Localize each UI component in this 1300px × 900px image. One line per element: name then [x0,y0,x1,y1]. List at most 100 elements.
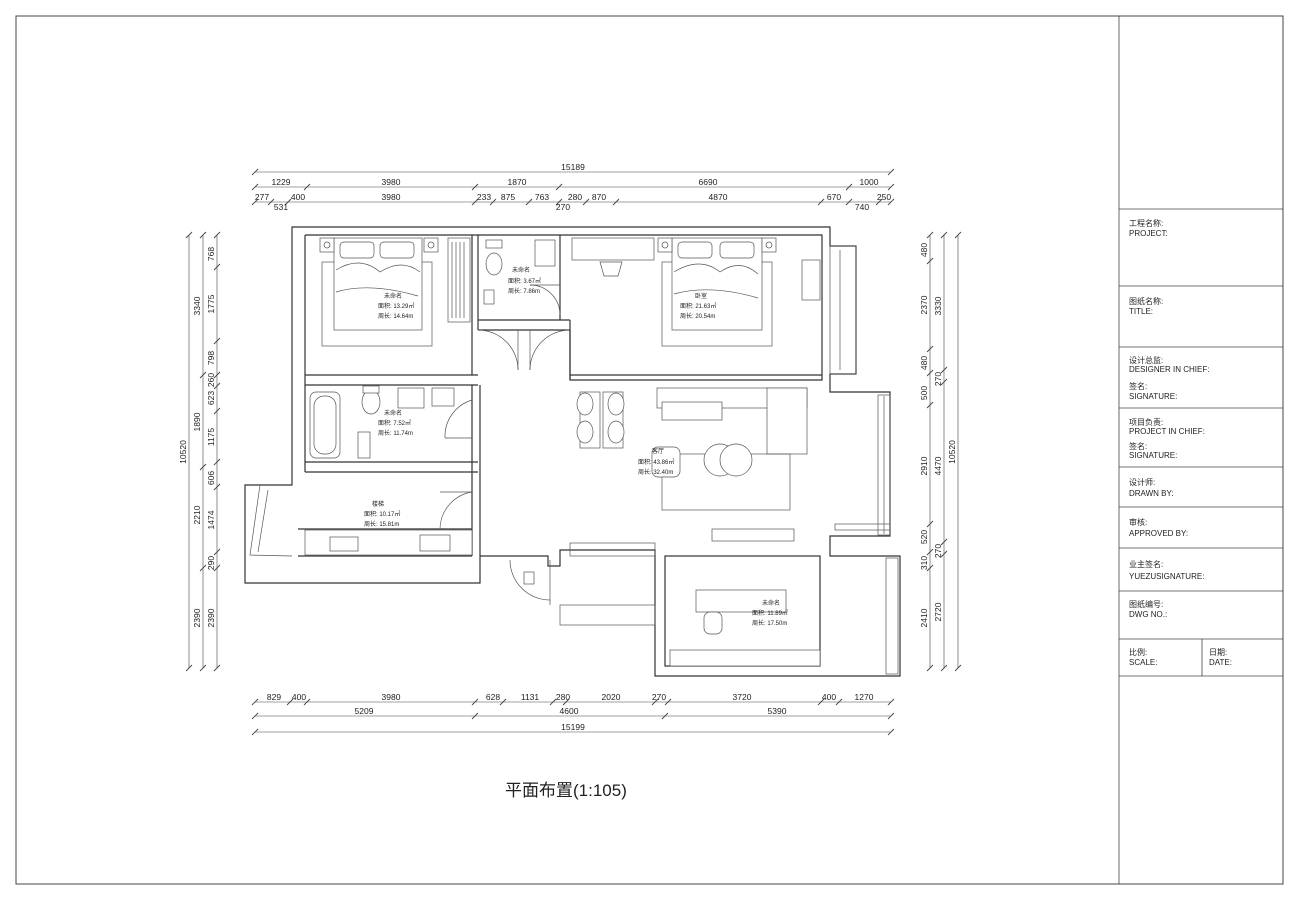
dim-left-inner-2: 798 [206,351,216,365]
dim-bot-r1-6: 2020 [602,692,621,702]
dim-top-r1-1: 3980 [382,177,401,187]
furniture [304,237,821,667]
dim-top-r2-10: 250 [877,192,891,202]
dim-right-inner-5: 520 [919,530,929,544]
dim-left-outer: 10520 [178,440,188,464]
dim-top-r2-4: 875 [501,192,515,202]
dim-left-mid-1: 1890 [192,412,202,431]
tb-drawn-en: DRAWN BY: [1129,489,1174,498]
title-block: 工程名称: PROJECT: 图纸名称: TITLE: 设计总监: DESIGN… [1118,16,1283,884]
dim-bot-r1-10: 1270 [855,692,874,702]
room-2-area: 面积: 21.63㎡ [680,302,716,310]
room-1-perimeter: 周长: 7.86m [508,287,540,295]
tb-sign2-cn: 签名: [1129,441,1147,451]
tb-drawn-cn: 设计师: [1129,477,1155,487]
dim-top-r2-8: 4870 [709,192,728,202]
room-0-perimeter: 周长: 14.64m [378,312,413,320]
dim-left-inner-8: 290 [206,556,216,570]
dim-bot-r1-4: 1131 [521,692,540,702]
room-1-name: 未命名 [512,266,530,274]
dim-bot-r1-8: 3720 [733,692,752,702]
tb-approved-cn: 审核: [1129,517,1147,527]
tb-dwg-cn: 图纸编号: [1129,599,1163,609]
room-0-name: 未命名 [384,292,402,300]
tb-designer-chief-cn: 设计总监: [1129,355,1163,365]
top-dimensions: 15189 1229 3980 1870 6690 1000 277 400 3… [251,162,895,212]
dim-right-inner-1: 2370 [919,295,929,314]
dim-right-inner-7: 2410 [919,608,929,627]
room-6-perimeter: 周长: 17.50m [752,619,787,627]
dim-bot-r1-0: 829 [267,692,281,702]
tb-project-chief-cn: 项目负责: [1129,417,1163,427]
tb-scale-cn: 比例: [1129,647,1147,657]
dim-bot-r1-3: 628 [486,692,500,702]
room-5-perimeter: 周长: 15.81m [364,520,399,528]
dim-top-r2-5: 763 [535,192,549,202]
room-2-perimeter: 周长: 20.54m [680,312,715,320]
dim-bot-r1-9: 400 [822,692,836,702]
room-4-name: 客厅 [652,447,664,455]
dim-top-total: 15189 [561,162,585,172]
dim-bot-r1-1: 400 [292,692,306,702]
room-5-name: 楼梯 [372,500,384,508]
dim-top-r1-3: 6690 [699,177,718,187]
dim-left-inner-5: 1175 [206,428,216,447]
tb-project-en: PROJECT: [1129,229,1168,238]
tb-owner-en: YUEZUSIGNATURE: [1129,572,1204,581]
dim-left-inner-3: 260 [206,373,216,387]
room-4-perimeter: 周长: 32.40m [638,468,673,476]
dim-right-mid-4: 2720 [933,602,943,621]
tb-title-cn: 图纸名称: [1129,296,1163,306]
dim-right-inner-0: 480 [919,243,929,257]
dim-left-inner-0: 768 [206,247,216,261]
tb-date-en: DATE: [1209,658,1232,667]
dim-right-mid-0: 3330 [933,296,943,315]
room-6-name: 未命名 [762,599,780,607]
dim-top-r2-2: 3980 [382,192,401,202]
dim-top-r2-7: 870 [592,192,606,202]
dim-bot-r1-5: 280 [556,692,570,702]
dim-right-inner-4: 2910 [919,456,929,475]
room-0-area: 面积: 13.29㎡ [378,302,414,310]
room-labels: 未命名 面积: 13.29㎡ 周长: 14.64m 未命名 面积: 3.67㎡ … [364,266,788,627]
dim-left-inner-7: 1474 [206,510,216,529]
dim-top-r1-0: 1229 [272,177,291,187]
tb-title-en: TITLE: [1129,307,1153,316]
tb-owner-cn: 业主签名: [1129,559,1163,569]
right-dimensions: 480 2370 480 500 2910 520 310 2410 3330 … [919,231,962,672]
dim-top-r2-6: 280 [568,192,582,202]
dim-right-inner-3: 500 [919,386,929,400]
tb-scale-en: SCALE: [1129,658,1157,667]
tb-project-chief-en: PROJECT IN CHIEF: [1129,427,1205,436]
room-1-area: 面积: 3.67㎡ [508,277,541,285]
dim-right-inner-2: 480 [919,356,929,370]
walls [244,226,901,677]
left-dimensions: 10520 3340 1890 2210 2390 768 1775 798 2… [178,231,221,672]
dim-top-r2-9: 670 [827,192,841,202]
dim-right-inner-6: 310 [919,556,929,570]
dim-left-inner-4: 623 [206,391,216,405]
dim-left-inner-9: 2390 [206,608,216,627]
tb-dwg-en: DWG NO.: [1129,610,1167,619]
dim-bot-r2-1: 4600 [560,706,579,716]
tb-sign1-cn: 签名: [1129,381,1147,391]
doors [439,284,571,605]
dim-bot-total: 15199 [561,722,585,732]
room-5-area: 面积: 10.17㎡ [364,510,400,518]
tb-approved-en: APPROVED BY: [1129,529,1188,538]
drawing-caption: 平面布置(1:105) [505,781,627,800]
tb-sign1-en: SIGNATURE: [1129,392,1177,401]
dim-bot-r1-2: 3980 [382,692,401,702]
dim-right-mid-2: 4470 [933,456,943,475]
dim-left-inner-1: 1775 [206,294,216,313]
dim-top-r2-0: 277 [255,192,269,202]
dim-right-mid-1: 270 [933,372,943,386]
dim-bot-r2-0: 5209 [355,706,374,716]
dim-bot-r1-7: 270 [652,692,666,702]
room-2-name: 卧室 [695,292,707,300]
room-3-perimeter: 周长: 11.74m [378,429,413,437]
dim-top-r3-0: 531 [274,202,288,212]
dim-left-mid-2: 2210 [192,505,202,524]
dim-top-r3-2: 740 [855,202,869,212]
